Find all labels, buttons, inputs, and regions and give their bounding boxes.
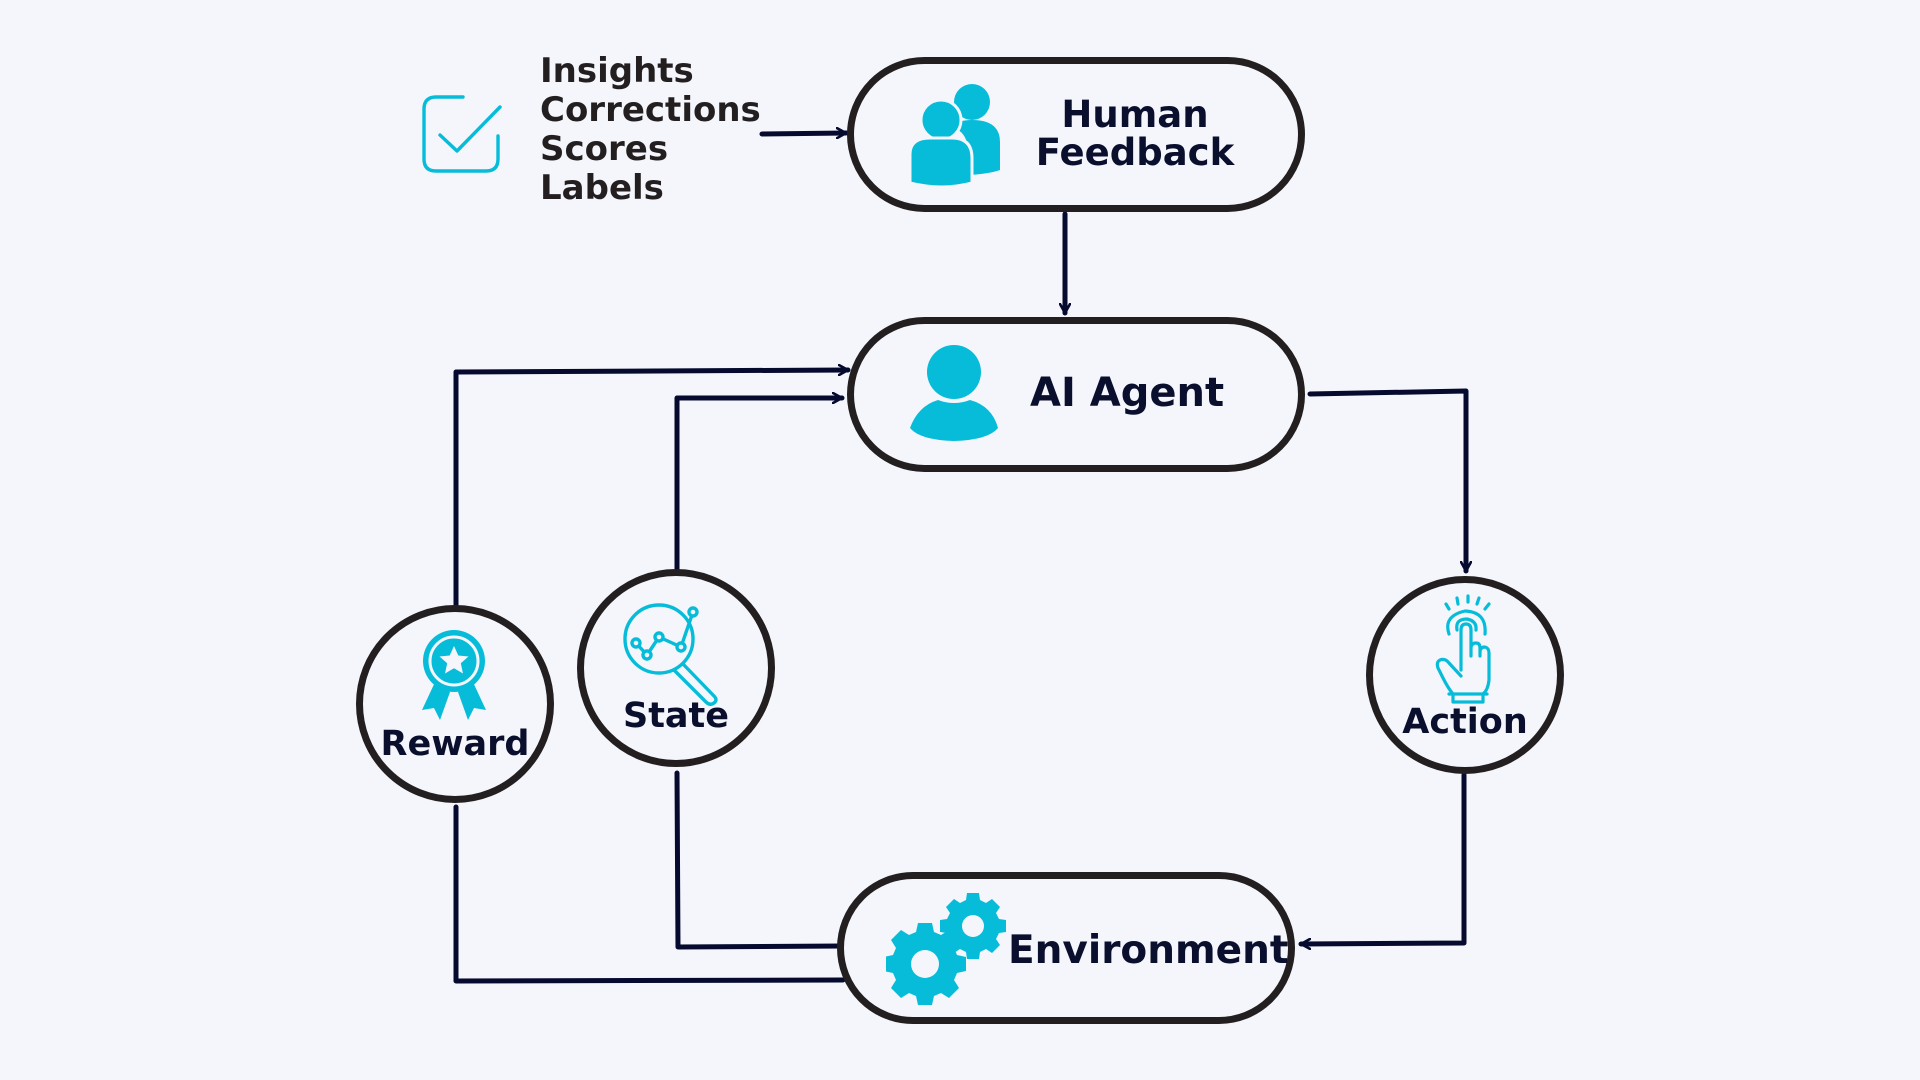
feedback-type-scores: Scores bbox=[540, 129, 669, 169]
node-action bbox=[1366, 576, 1564, 774]
reward-label: Reward bbox=[380, 724, 530, 764]
user-icon bbox=[910, 345, 998, 441]
edge-environment-to-state bbox=[674, 770, 846, 950]
users-icon bbox=[908, 84, 1000, 188]
edge-reward-to-agent bbox=[453, 370, 851, 608]
human-feedback-label: Human Feedback bbox=[1035, 93, 1235, 174]
feedback-type-corrections: Corrections bbox=[540, 90, 761, 130]
feedback-types-list: Insights Corrections Scores Labels bbox=[540, 52, 761, 208]
state-label: State bbox=[622, 696, 730, 736]
environment-label: Environment bbox=[1008, 928, 1289, 973]
edge-state-to-agent bbox=[674, 398, 845, 573]
search-chart-icon bbox=[623, 603, 718, 706]
feedback-type-labels: Labels bbox=[540, 168, 664, 208]
tap-hand-icon bbox=[1435, 594, 1491, 704]
award-badge-icon bbox=[422, 630, 486, 720]
node-reward bbox=[356, 605, 554, 803]
feedback-type-insights: Insights bbox=[540, 51, 694, 91]
node-ai-agent bbox=[847, 317, 1305, 472]
edge-environment-to-reward bbox=[453, 804, 846, 984]
check-square-icon bbox=[422, 95, 502, 173]
action-label: Action bbox=[1402, 702, 1528, 742]
gears-icon bbox=[886, 893, 1006, 1005]
edge-agent-to-action bbox=[1307, 388, 1466, 574]
ai-agent-label: AI Agent bbox=[1030, 370, 1225, 416]
edge-action-to-environment bbox=[1298, 772, 1467, 944]
edge-feedback-to-human bbox=[759, 133, 849, 134]
